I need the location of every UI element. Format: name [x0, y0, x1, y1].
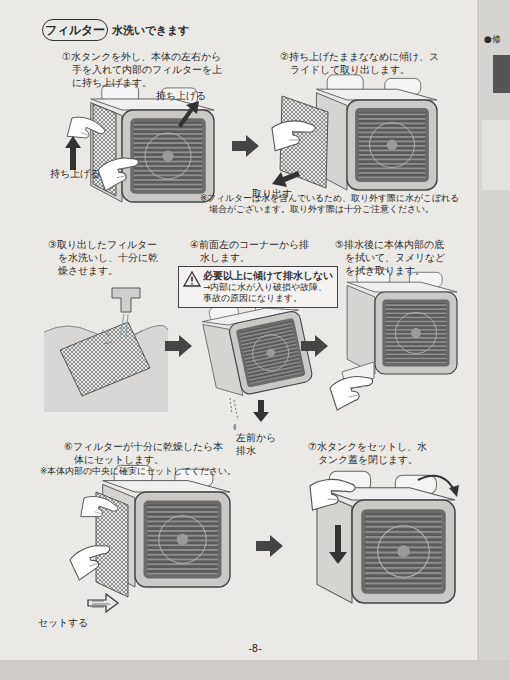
heading-box: フィルター [42, 19, 108, 41]
action-label: 左前から排水 [236, 432, 280, 457]
manual-page [271, 75, 437, 190]
manual-page [112, 288, 140, 312]
manual-page [418, 476, 454, 490]
manual-page [92, 601, 110, 607]
step-text: ④前面左のコーナーから排水します。 [190, 238, 310, 264]
manual-page [200, 290, 328, 430]
page-number: -8- [235, 642, 275, 655]
manual-page [482, 120, 510, 190]
manual-page [271, 118, 317, 151]
manual-page [478, 0, 479, 680]
manual-page [310, 471, 459, 603]
manual-page [91, 84, 214, 202]
warning-box: 必要以上に傾けて排水しない→内部に水が入り破損や故障、事故の原因になります。 [178, 266, 338, 308]
step-text: ②持ち上げたままななめに傾け、スライドして取り出します。 [280, 50, 440, 76]
manual-page [329, 525, 347, 564]
manual-page [329, 269, 457, 410]
box-body: →内部に水が入り破損や故障、事故の原因になります。 [203, 282, 333, 304]
manual-page [256, 535, 283, 557]
step-text: ①水タンクを外し、本体の左右から手を入れて内部のフィルターを上に持ち上げます。 [62, 50, 228, 90]
manual-page [60, 322, 150, 396]
manual-page [272, 171, 300, 187]
note-text: ※本体内部の中央に確実にセットしてください。 [40, 466, 260, 477]
warning-icon [183, 271, 201, 287]
manual-page [310, 477, 357, 510]
manual-page [65, 136, 81, 170]
manual-page [301, 335, 328, 357]
manual-page [449, 485, 459, 497]
manual-page [0, 660, 510, 680]
step-text: ③取り出したフィルターを水洗いし、十分に乾燥させます。 [48, 238, 164, 278]
manual-page [88, 594, 118, 612]
manual-page [478, 0, 510, 680]
manual-page [68, 539, 116, 580]
manual-page [230, 398, 238, 420]
step-text: ⑥フィルターが十分に乾燥したら本体にセットします。 [64, 440, 226, 466]
manual-page [120, 314, 128, 338]
manual-page [102, 330, 142, 344]
subheading: 水洗いできます [112, 24, 212, 38]
manual-page [347, 269, 457, 374]
manual-page [493, 55, 510, 93]
step-text: ⑦水タンクをセットし、水タンク蓋を閉じます。 [308, 440, 430, 466]
warning-icon [191, 283, 193, 285]
manual-page [234, 424, 237, 430]
manual-page [232, 135, 259, 157]
manual-page [68, 465, 283, 612]
box-heading: フィルター [45, 23, 105, 38]
manual-page [165, 335, 192, 357]
manual-page [81, 495, 119, 523]
manual-page [253, 400, 269, 422]
action-label: 持ち上げる [156, 90, 216, 103]
manual-page [329, 371, 378, 410]
manual-page [316, 75, 437, 190]
step-text: ⑤排水後に本体内部の底を拭いて、ヌメリなどを拭き取ります。 [335, 238, 447, 278]
next-page-heading: ●修 [484, 34, 510, 46]
action-label: セットする [38, 616, 104, 629]
note-text: ※フィルターは水を含んでいるため、取り外す際に水がこぼれる場合がございます。取り… [200, 193, 464, 215]
manual-page [44, 288, 192, 412]
manual-page [65, 84, 259, 202]
manual-page [178, 101, 199, 128]
action-label: 持ち上げる [50, 168, 110, 181]
box-heading: 必要以上に傾けて排水しない [203, 270, 333, 282]
warning-icon [184, 272, 200, 286]
manual-page [97, 152, 144, 191]
warning-icon [191, 277, 193, 282]
